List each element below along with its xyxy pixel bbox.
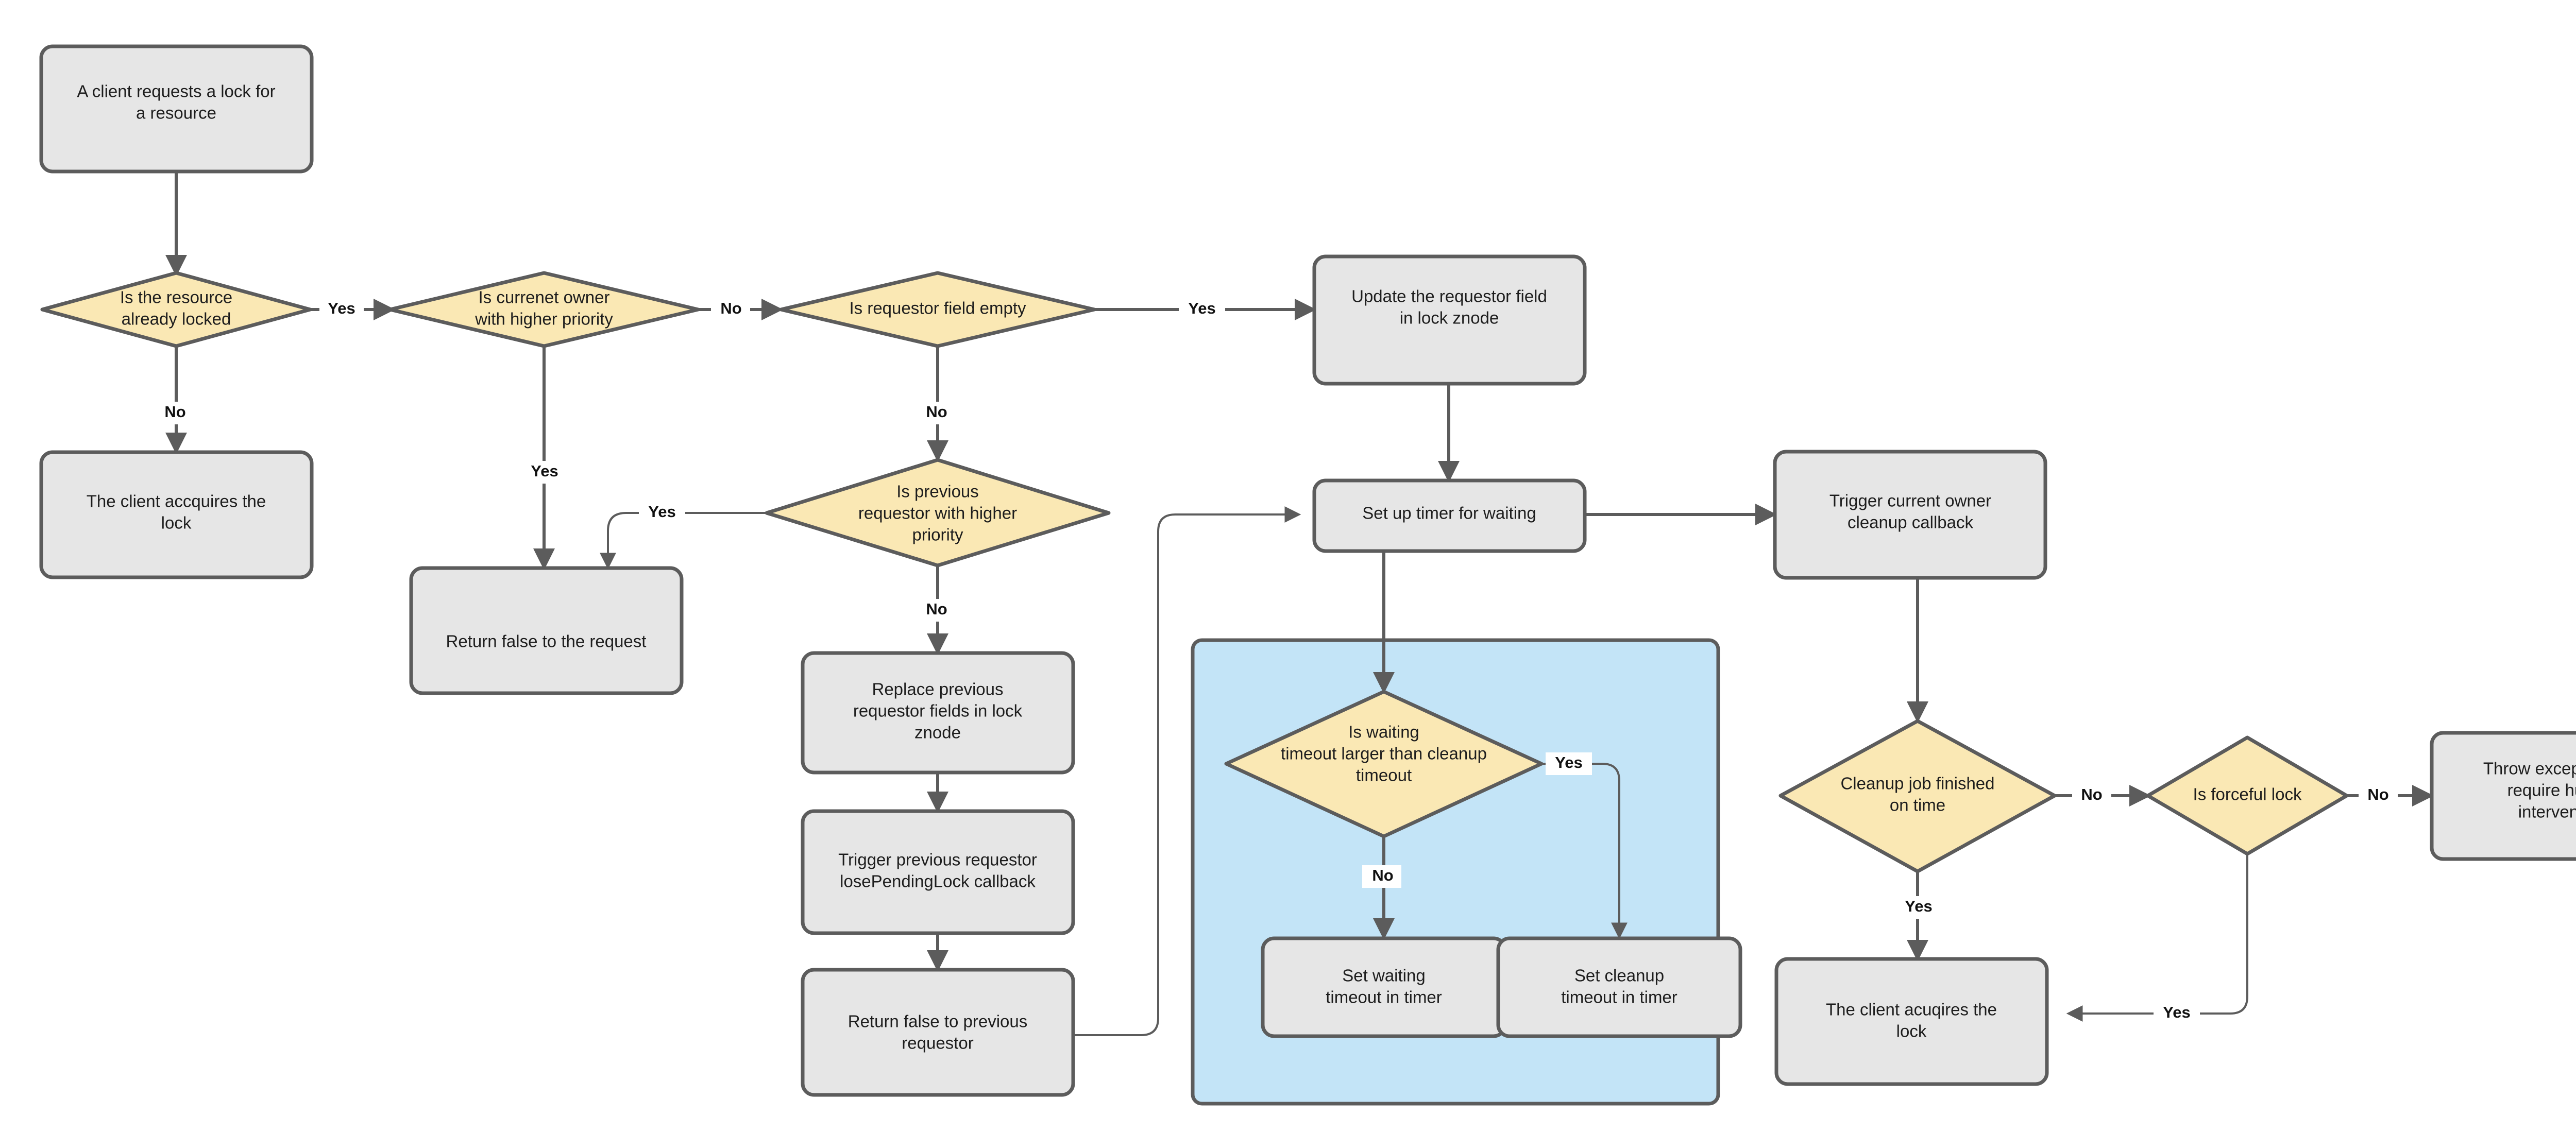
edge-n17-n20: Yes [1896, 871, 1942, 962]
node-is-previous-requestor-higher-priority[interactable]: Is previous requestor with higher priori… [765, 458, 1111, 568]
edge-label-yes: Yes [328, 299, 355, 317]
node-label-line: requestor fields in lock [853, 701, 1023, 720]
node-client-acquires-lock-left[interactable]: The client accquires the lock [39, 450, 314, 579]
node-set-waiting-timeout[interactable]: Set waiting timeout in timer [1261, 936, 1507, 1038]
edge-label-yes: Yes [2163, 1003, 2190, 1021]
edge-n8-n7: Yes [600, 502, 788, 570]
node-label-line: Is currenet owner [479, 288, 610, 307]
node-cleanup-job-finished-on-time[interactable]: Cleanup job finished on time [1778, 719, 2057, 873]
node-is-forceful-lock[interactable]: Is forceful lock [2146, 735, 2349, 856]
node-return-false-to-request[interactable]: Return false to the request [409, 566, 684, 695]
node-label-line: require human [2507, 781, 2576, 800]
node-label-line: timeout [1356, 766, 1412, 785]
node-label-line: Update the requestor field [1351, 287, 1547, 306]
edge-label-no: No [2081, 785, 2102, 803]
node-label-line: The client acuqires the [1826, 1000, 1997, 1019]
node-label-line: Trigger previous requestor [838, 850, 1037, 869]
node-label-line: Replace previous [872, 680, 1004, 699]
edge-n14-n16: Yes [1541, 752, 1628, 939]
node-trigger-previous-requestor-callback[interactable]: Trigger previous requestor losePendingLo… [801, 809, 1075, 935]
node-label-line: with higher priority [474, 310, 613, 329]
node-label-line: timeout larger than cleanup [1281, 744, 1487, 763]
node-replace-previous-requestor-fields[interactable]: Replace previous requestor fields in loc… [801, 651, 1075, 775]
edge-label-no: No [2367, 785, 2388, 803]
edge-label-no: No [720, 299, 741, 317]
edge-label-yes: Yes [1188, 299, 1215, 317]
edge-n4-n5: Yes [1094, 298, 1316, 320]
edge-label-no: No [1372, 866, 1393, 884]
edge-n2-n3: Yes [310, 298, 395, 320]
edge-n3-n7: Yes [522, 346, 568, 570]
node-label-line: Return false to previous [848, 1012, 1028, 1031]
edge-label-yes: Yes [648, 503, 675, 521]
node-label-line: on time [1890, 796, 1945, 815]
edge-n3-n4: No [698, 298, 783, 320]
node-label-line: lock [1896, 1022, 1927, 1041]
node-label-line: Return false to the request [446, 632, 647, 651]
node-update-requestor-field[interactable]: Update the requestor field in lock znode [1312, 254, 1587, 386]
node-label-line: priority [912, 525, 963, 544]
edge-label-yes: Yes [1555, 753, 1582, 771]
edge-label-yes: Yes [531, 462, 558, 480]
node-label-line: Is previous [896, 482, 979, 501]
edge-n2-n6: No [155, 346, 194, 454]
node-is-requestor-field-empty[interactable]: Is requestor field empty [779, 271, 1096, 348]
edge-n17-n18: No [2055, 784, 2151, 807]
node-label-line: The client accquires the [87, 492, 266, 511]
node-trigger-current-owner-cleanup[interactable]: Trigger current owner cleanup callback [1773, 450, 2047, 580]
node-label-line: Is forceful lock [2193, 785, 2302, 804]
node-label-line: Trigger current owner [1829, 491, 1991, 510]
node-label-line: already locked [122, 310, 231, 329]
node-label-line: timeout in timer [1561, 988, 1677, 1007]
node-client-requests-lock[interactable]: A client requests a lock for a resource [39, 44, 314, 174]
node-return-false-to-previous-requestor[interactable]: Return false to previous requestor [801, 968, 1075, 1097]
node-throw-exception[interactable]: Throw exception and require human interv… [2430, 731, 2576, 861]
edge-n14-n15: No [1362, 836, 1401, 940]
edge-label-yes: Yes [1905, 897, 1932, 915]
edge-n18-n20: Yes [2066, 854, 2248, 1025]
node-is-waiting-timeout-larger[interactable]: Is waiting timeout larger than cleanup t… [1224, 690, 1544, 838]
edge-n8-n11: No [916, 565, 955, 655]
node-is-resource-already-locked[interactable]: Is the resource already locked [40, 271, 312, 348]
node-label-line: Set up timer for waiting [1362, 504, 1536, 523]
node-label-line: timeout in timer [1326, 988, 1442, 1007]
node-label-line: Set waiting [1342, 966, 1425, 985]
node-label-line: Is requestor field empty [850, 299, 1026, 318]
node-label-line: requestor [902, 1034, 973, 1053]
node-set-up-timer-for-waiting[interactable]: Set up timer for waiting [1312, 478, 1587, 553]
edge-n13-n9 [1073, 506, 1301, 1036]
node-label-line: Is the resource [120, 288, 232, 307]
node-is-current-owner-higher-priority[interactable]: Is currenet owner with higher priority [388, 271, 700, 348]
node-label-line: losePendingLock callback [840, 872, 1036, 891]
node-client-acquires-lock-right[interactable]: The client acuqires the lock [1774, 957, 2049, 1086]
node-label-line: intervention [2518, 802, 2576, 821]
node-label-line: Throw exception and [2483, 759, 2576, 778]
node-label-line: Set cleanup [1574, 966, 1664, 985]
edge-label-no: No [926, 403, 947, 421]
node-label-line: lock [161, 513, 192, 533]
node-label-line: A client requests a lock for [77, 82, 275, 101]
edge-n4-n8: No [916, 346, 955, 462]
node-label-line: requestor with higher [858, 504, 1017, 523]
edge-n18-n19: No [2347, 784, 2434, 807]
edge-label-no: No [926, 600, 947, 618]
node-set-cleanup-timeout[interactable]: Set cleanup timeout in timer [1496, 936, 1742, 1038]
node-label-line: Is waiting [1348, 723, 1419, 742]
node-label-line: a resource [136, 104, 216, 123]
node-label-line: in lock znode [1400, 308, 1499, 328]
edge-label-no: No [164, 403, 185, 421]
node-label-line: cleanup callback [1848, 513, 1973, 532]
node-label-line: Cleanup job finished [1840, 774, 1994, 793]
node-label-line: znode [914, 723, 961, 742]
